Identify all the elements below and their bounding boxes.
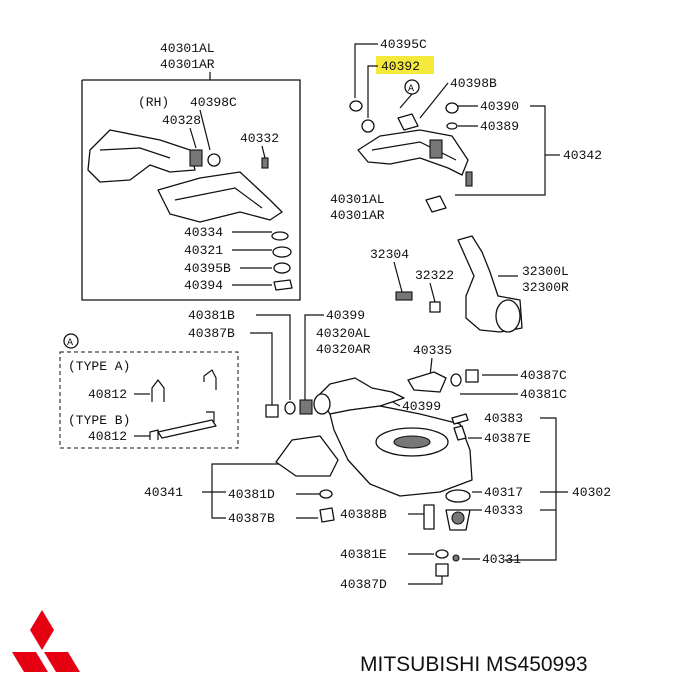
part-label-40812-b: 40812: [88, 429, 127, 444]
part-label-40333: 40333: [484, 503, 523, 518]
part-label-40395C: 40395C: [380, 37, 427, 52]
part-label-40387D: 40387D: [340, 577, 387, 592]
part-label-40321: 40321: [184, 243, 223, 258]
part-label-40334: 40334: [184, 225, 223, 240]
type-variant-box: A (TYPE A) 40812 (TYPE B) 40812: [59, 333, 239, 449]
brand-caption: MITSUBISHI MS450993: [360, 653, 588, 676]
part-label-40331: 40331: [482, 552, 521, 567]
type-b-label: (TYPE B): [68, 413, 130, 428]
part-label-40388B: 40388B: [340, 507, 387, 522]
part-label-32322: 32322: [415, 268, 454, 283]
upper-arm-lh-drawing: [157, 171, 283, 223]
steering-knuckle-group: 32304 32322 32300L 32300R: [370, 235, 569, 333]
part-label-40387B-top: 40387B: [188, 326, 235, 341]
part-label-40302: 40302: [572, 485, 611, 500]
upper-arm-assembly-group: 40301AL 40301AR (RH) 40398C 40328 40332 …: [81, 41, 301, 301]
part-label-40398C: 40398C: [190, 95, 237, 110]
part-label-40399-top: 40399: [326, 308, 365, 323]
part-label-40394: 40394: [184, 278, 223, 293]
part-label-40383: 40383: [484, 411, 523, 426]
part-label-40387C: 40387C: [520, 368, 567, 383]
part-label-40381D: 40381D: [228, 487, 275, 502]
part-label-40381C: 40381C: [520, 387, 567, 402]
part-label-40301AR: 40301AR: [160, 57, 215, 72]
bolt-40332-drawing: [261, 157, 269, 169]
part-label-40301AL-mid: 40301AL: [330, 192, 385, 207]
part-label-40398B: 40398B: [450, 76, 497, 91]
logo-diamond-left: [12, 652, 48, 672]
logo-diamond-top: [30, 610, 54, 650]
part-label-40342: 40342: [563, 148, 602, 163]
part-label-40335: 40335: [413, 343, 452, 358]
upper-arm-drawing: [357, 129, 469, 176]
part-label-40381E: 40381E: [340, 547, 387, 562]
lower-arm-bushings-group: 40381B 40387B 40399 40320AL 40320AR: [188, 308, 371, 418]
part-label-rh: (RH): [138, 95, 169, 110]
part-label-40301AL: 40301AL: [160, 41, 215, 56]
bushing-40328-drawing: [189, 149, 203, 167]
part-label-40390: 40390: [480, 99, 519, 114]
lower-arm-group: 40335 40387C 40381C 40399 40383 40387E 4…: [144, 343, 611, 592]
part-label-40341: 40341: [144, 485, 183, 500]
part-label-40389: 40389: [480, 119, 519, 134]
part-label-32300R: 32300R: [522, 280, 569, 295]
logo-diamond-right: [44, 652, 80, 672]
part-label-40328: 40328: [162, 113, 201, 128]
stabilizer-bracket-drawing: [275, 435, 339, 477]
upper-arm-box-frame: [81, 79, 301, 301]
part-label-40320AR: 40320AR: [316, 342, 371, 357]
part-label-40317: 40317: [484, 485, 523, 500]
nut-40398C-drawing: [207, 153, 221, 167]
part-label-40812-a: 40812: [88, 387, 127, 402]
part-label-40301AR-mid: 40301AR: [330, 208, 385, 223]
part-label-32300L: 32300L: [522, 264, 569, 279]
part-label-40332: 40332: [240, 131, 279, 146]
part-label-40387B-bottom: 40387B: [228, 511, 275, 526]
type-a-label: (TYPE A): [68, 359, 130, 374]
upper-arm-kit-group: 40395C 40392 A 40398B 40390 40389 40342 …: [330, 37, 602, 223]
part-label-32304: 32304: [370, 247, 409, 262]
part-label-40387E: 40387E: [484, 431, 531, 446]
mitsubishi-three-diamonds-logo: [12, 610, 80, 672]
circle-a-label-box: A: [67, 338, 73, 349]
part-label-40381B: 40381B: [188, 308, 235, 323]
part-label-40392-highlighted: 40392: [381, 59, 420, 74]
circle-a-marker-box: [63, 333, 79, 349]
mounting-bracket-drawing: [87, 129, 196, 183]
part-label-40399-mid: 40399: [402, 399, 441, 414]
highlight-marker: [376, 56, 434, 74]
circle-a-label-top: A: [408, 84, 414, 95]
part-label-40320AL: 40320AL: [316, 326, 371, 341]
type-variant-dashed-frame: [59, 351, 239, 449]
part-label-40395B: 40395B: [184, 261, 231, 276]
